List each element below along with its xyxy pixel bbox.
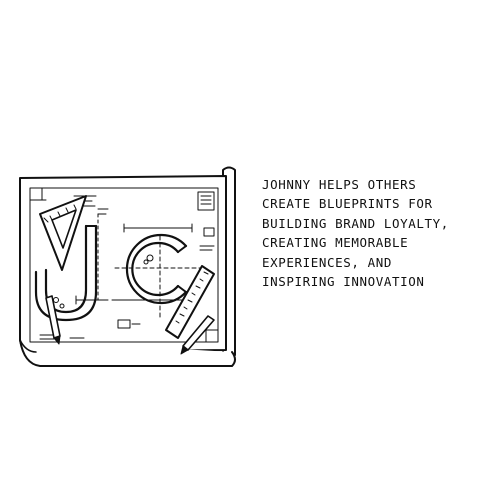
set-square-icon (39, 195, 87, 271)
caption-line-4: CREATING MEMORABLE (262, 235, 409, 251)
letter-c (125, 233, 188, 305)
caption-line-3: BUILDING BRAND LOYALTY, (262, 215, 449, 231)
caption-line-1: JOHNNY HELPS OTHERS (262, 177, 417, 192)
pencil-icon (180, 315, 215, 355)
caption-text: JOHNNY HELPS OTHERS CREATE BLUEPRINTS FO… (262, 175, 498, 291)
pencil-icon (45, 295, 61, 345)
blueprint-notes (39, 191, 215, 343)
caption-line-6: INSPIRING INNOVATION (262, 274, 425, 290)
caption-line-5: EXPERIENCES, AND (262, 254, 393, 270)
ruler-icon (165, 265, 215, 339)
dimension-lines (75, 213, 201, 319)
caption-line-2: CREATE BLUEPRINTS FOR (262, 196, 433, 212)
